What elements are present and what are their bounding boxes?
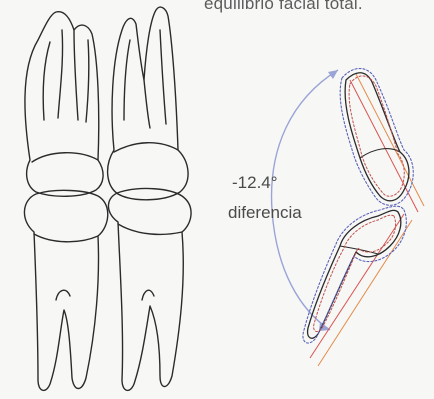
lower-axis-orange	[318, 220, 412, 366]
center-lower-tooth-cej	[118, 224, 182, 234]
left-upper-tooth-inner-root	[43, 30, 89, 122]
center-upper-tooth-outline	[108, 7, 188, 200]
right-lower-tooth-dotted-red	[314, 215, 396, 331]
center-lower-tooth-furcation	[142, 290, 154, 300]
left-upper-tooth-outline	[25, 12, 103, 197]
upper-axis-red	[350, 80, 418, 212]
angle-label: -12.4°	[232, 172, 278, 194]
upper-axis-orange	[356, 74, 424, 206]
center-upper-tooth-inner-root	[124, 30, 166, 128]
right-upper-tooth-outline	[345, 73, 409, 201]
center-lower-tooth-outline	[108, 189, 191, 391]
rotation-arc	[272, 70, 338, 330]
left-upper-tooth-cej	[32, 153, 98, 162]
right-upper-tooth-cej	[360, 149, 400, 158]
difference-label: diferencia	[228, 202, 302, 224]
left-lower-tooth-furcation	[56, 290, 70, 300]
arc-arrowhead-top	[328, 70, 338, 79]
left-lower-tooth-cej	[34, 234, 98, 242]
center-upper-tooth-cej	[114, 143, 178, 152]
right-lower-tooth-cej	[340, 246, 378, 254]
right-lower-tooth-outline	[308, 210, 401, 338]
lower-axis-red	[310, 214, 404, 358]
